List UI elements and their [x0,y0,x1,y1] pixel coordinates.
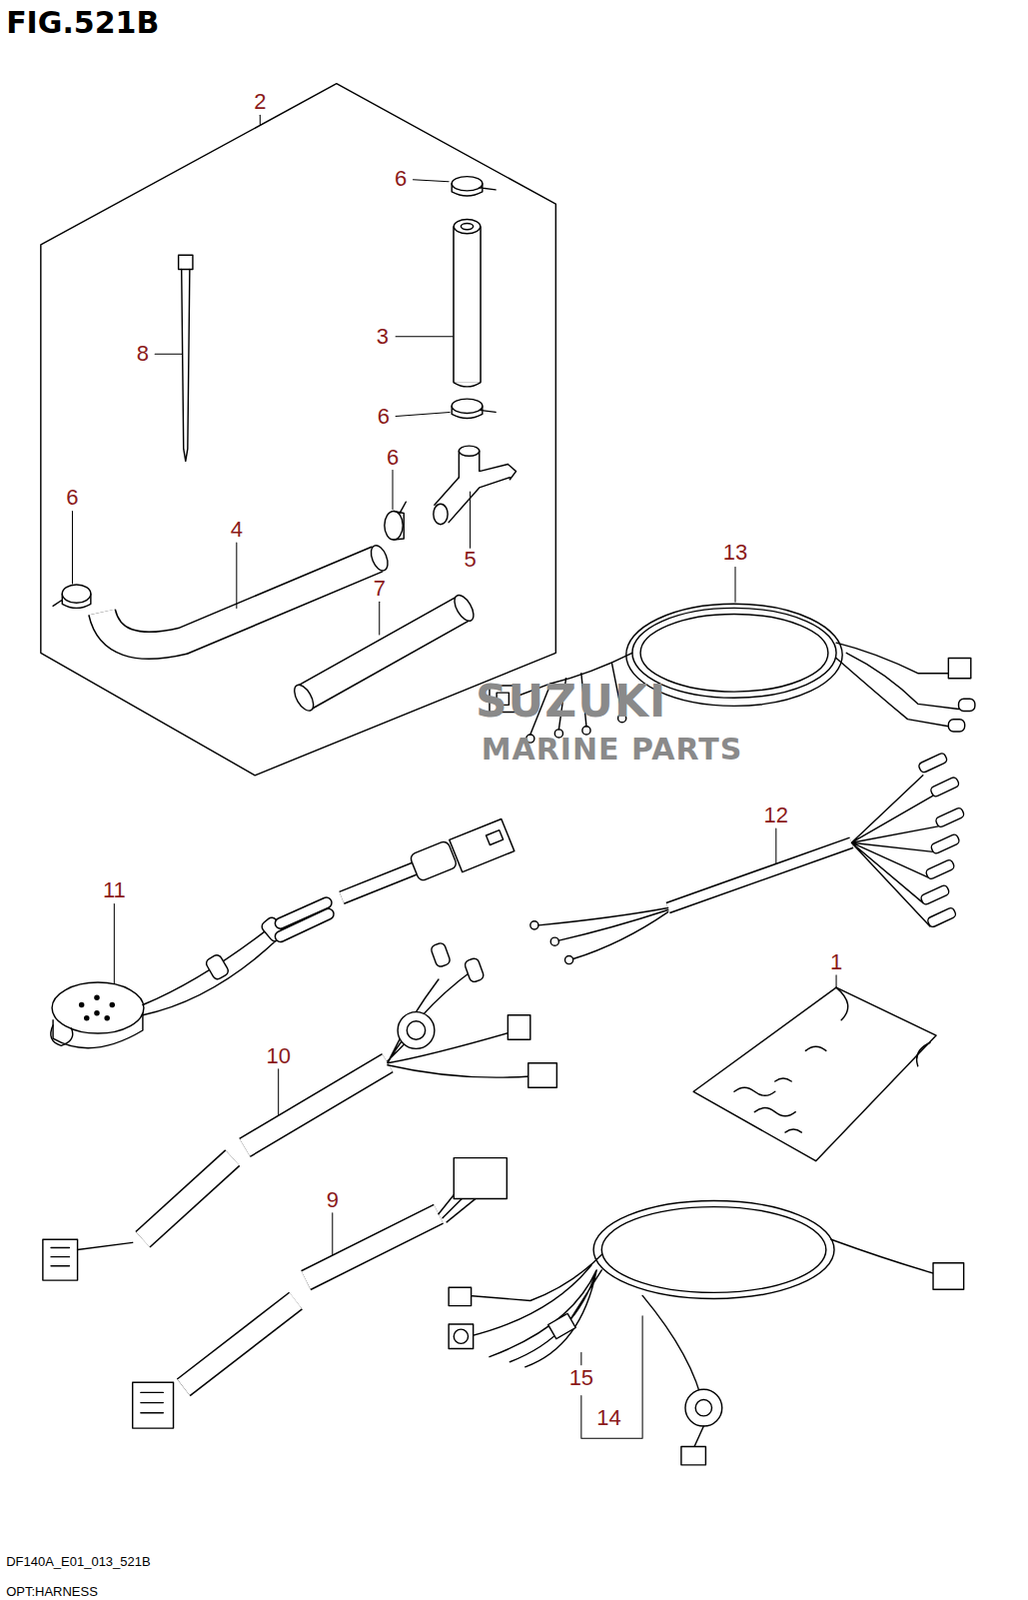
parts-bag [693,987,937,1161]
watermark: SUZUKI [475,679,668,724]
callout-number: 8 [136,342,149,365]
hose [453,218,481,386]
callout-number: 12 [764,804,789,827]
callout-number: 3 [376,325,389,348]
callout-number: 10 [265,1044,290,1067]
callout-number: 7 [373,577,386,600]
callout-number: 1 [830,951,843,974]
leader-lines [71,114,837,1438]
wire-harness [448,1199,965,1464]
kit-outline [40,83,557,776]
hose-clamp [52,176,496,609]
figure-title: FIG.521B [5,7,159,38]
hose [101,542,391,645]
figure-caption: DF140A_E01_013_521B [5,1554,151,1568]
callout-number: 6 [377,405,390,428]
buzzer [50,818,515,1047]
callout-number: 15 [569,1366,594,1389]
callout-number: 6 [65,486,78,509]
wire-harness [530,752,966,965]
callout-number: 14 [596,1406,621,1429]
watermark: MARINE PARTS [481,734,744,765]
callout-number: 9 [326,1188,339,1211]
callout-number: 6 [386,446,399,469]
wire-harness [132,1157,508,1429]
callout-number: 5 [463,548,476,571]
t-joint [433,445,517,525]
figure-caption: OPT:HARNESS [5,1584,98,1598]
wire-harness [42,941,557,1280]
callout-number: 2 [253,90,266,113]
callout-number: 4 [230,518,243,541]
hose [290,591,478,714]
callout-number: 11 [102,879,126,902]
tie-strap [178,254,193,461]
callout-number: 6 [394,167,407,190]
callout-number: 13 [723,541,748,564]
